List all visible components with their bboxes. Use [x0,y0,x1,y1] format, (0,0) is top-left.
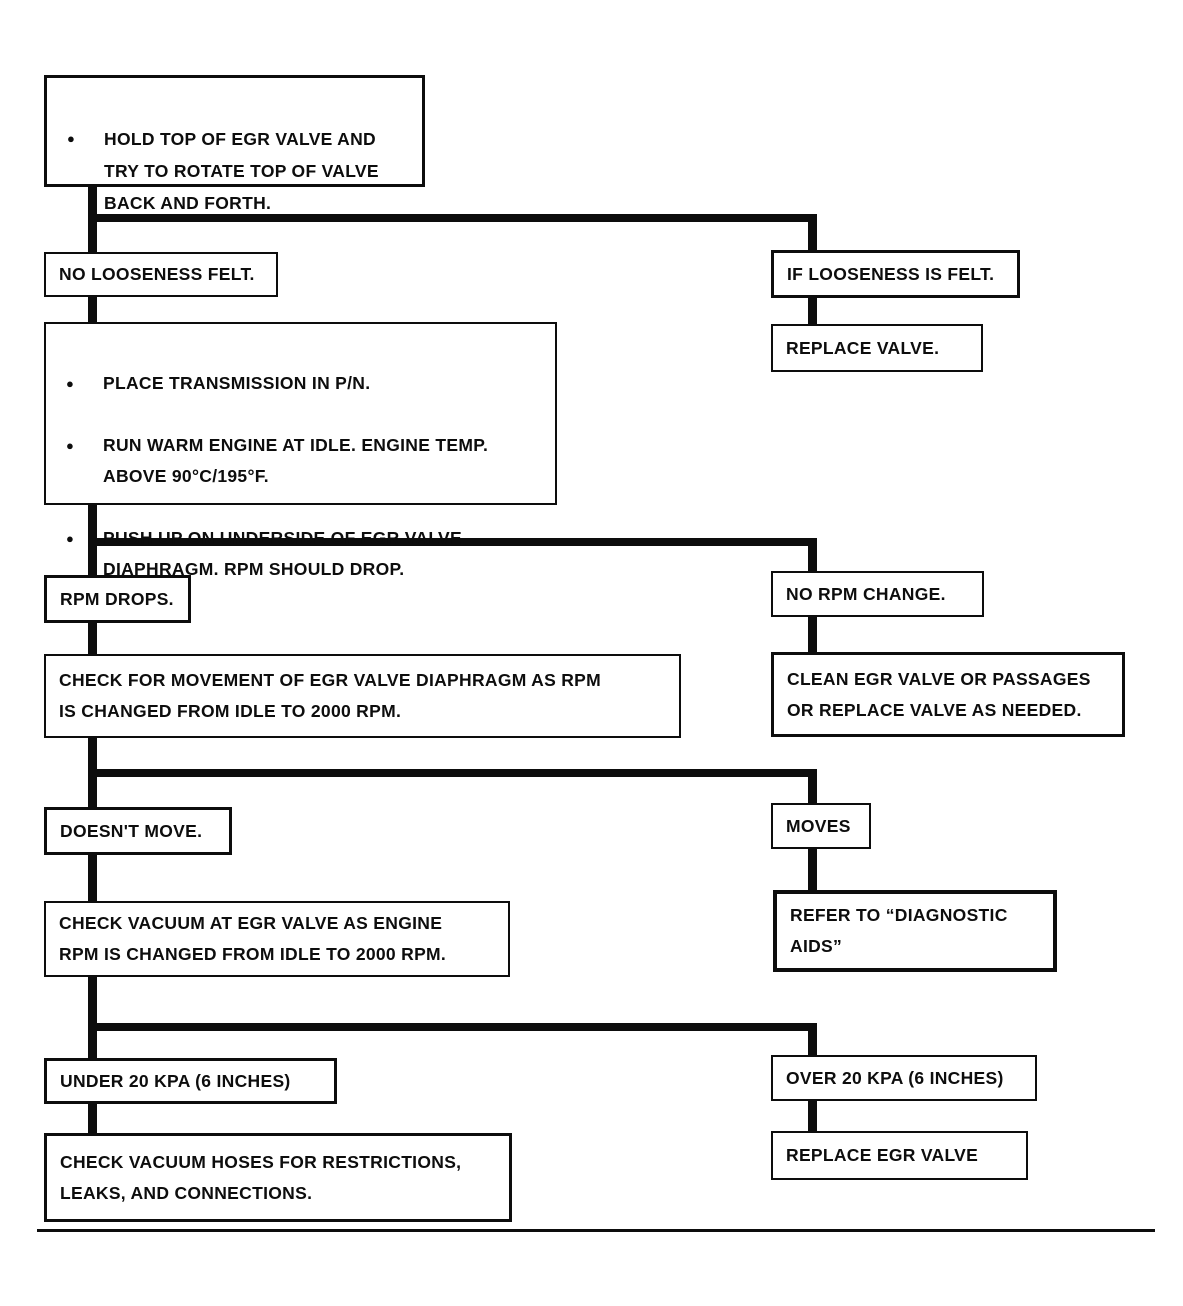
flow-node-hold-top-of-egr-valve: ● HOLD TOP OF EGR VALVE AND TRY TO ROTAT… [44,75,425,213]
flow-node-moves: MOVES [771,803,871,849]
connector-if-looseness-to-replace-valve [808,297,817,325]
flow-node-replace-egr-valve: REPLACE EGR VALVE [771,1131,1028,1180]
flow-node-check-vacuum-hoses: CHECK VACUUM HOSES FOR RESTRICTIONS, LEA… [44,1133,512,1222]
flow-node-preparation-steps: ● PLACE TRANSMISSION IN P/N. ● RUN WARM … [44,322,557,579]
flow-node-no-looseness-felt: NO LOOSENESS FELT. [44,252,278,297]
flow-node-doesnt-move: DOESN'T MOVE. [44,807,232,855]
flow-node-text: UNDER 20 KPA (6 INCHES) [60,1070,291,1091]
flow-node-text: CHECK FOR MOVEMENT OF EGR VALVE DIAPHRAG… [59,670,602,721]
connector-branch2-to-no-rpm-change [808,538,817,572]
connector-doesnt-move-to-check-vacuum [88,854,97,902]
connector-branch3-horizontal [88,769,817,777]
connector-branch4-to-over-20 [808,1023,817,1056]
bottom-divider-rule [37,1229,1155,1232]
connector-branch3-to-moves [808,769,817,804]
connector-no-rpm-change-to-clean-egr [808,616,817,653]
flow-node-text: DOESN'T MOVE. [60,820,203,841]
connector-check-vacuum-to-branch4 [88,976,97,1059]
flow-node-text: RUN WARM ENGINE AT IDLE. ENGINE TEMP. AB… [103,435,489,486]
flow-node-if-looseness-is-felt: IF LOOSENESS IS FELT. [771,250,1020,298]
flow-node-text: CLEAN EGR VALVE OR PASSAGES OR REPLACE V… [787,668,1091,720]
flow-node-text: PLACE TRANSMISSION IN P/N. [103,373,371,393]
flow-node-text: CHECK VACUUM AT EGR VALVE AS ENGINE RPM … [59,913,447,964]
bullet-row: ● RUN WARM ENGINE AT IDLE. ENGINE TEMP. … [66,430,545,492]
flow-node-text: CHECK VACUUM HOSES FOR RESTRICTIONS, LEA… [60,1151,462,1203]
flow-node-no-rpm-change: NO RPM CHANGE. [771,571,984,617]
flow-node-text: HOLD TOP OF EGR VALVE AND TRY TO ROTATE … [104,129,379,213]
connector-branch1-to-if-looseness [808,214,817,252]
connector-branch4-horizontal [88,1023,817,1031]
flow-node-refer-diagnostic-aids: REFER TO “DIAGNOSTIC AIDS” [773,890,1057,972]
connector-no-looseness-to-prep [88,296,97,324]
bullet-row: ● HOLD TOP OF EGR VALVE AND TRY TO ROTAT… [67,123,412,219]
bullet-row: ● PLACE TRANSMISSION IN P/N. [66,368,545,399]
bullet-icon: ● [66,438,75,453]
connector-moves-to-refer-diagnostic [808,848,817,891]
flow-node-text: REFER TO “DIAGNOSTIC AIDS” [790,905,1008,956]
flow-node-check-vacuum: CHECK VACUUM AT EGR VALVE AS ENGINE RPM … [44,901,510,977]
connector-branch2-horizontal [88,538,817,546]
flow-node-text: PUSH UP ON UNDERSIDE OF EGR VALVE DIAPHR… [103,528,462,579]
flow-node-text: MOVES [786,815,851,836]
bullet-icon: ● [67,131,76,146]
flow-node-text: NO LOOSENESS FELT. [59,264,255,284]
flow-node-text: OVER 20 KPA (6 INCHES) [786,1067,1004,1088]
flow-node-text: REPLACE EGR VALVE [786,1145,979,1165]
flow-node-under-20-kpa: UNDER 20 KPA (6 INCHES) [44,1058,337,1104]
flow-node-over-20-kpa: OVER 20 KPA (6 INCHES) [771,1055,1037,1101]
flow-node-replace-valve: REPLACE VALVE. [771,324,983,372]
flow-node-rpm-drops: RPM DROPS. [44,575,191,623]
bullet-icon: ● [66,531,75,546]
connector-rpm-drops-to-check-movement [88,622,97,655]
connector-branch1-horizontal [88,214,817,222]
connector-over-20-to-replace-egr [808,1100,817,1132]
flow-node-check-movement: CHECK FOR MOVEMENT OF EGR VALVE DIAPHRAG… [44,654,681,738]
flow-node-text: NO RPM CHANGE. [786,583,946,604]
bullet-icon: ● [66,376,75,391]
flow-node-clean-egr-valve: CLEAN EGR VALVE OR PASSAGES OR REPLACE V… [771,652,1125,737]
bullet-row: ● PUSH UP ON UNDERSIDE OF EGR VALVE DIAP… [66,523,545,585]
flow-node-text: REPLACE VALVE. [786,337,940,358]
flow-node-text: IF LOOSENESS IS FELT. [787,263,995,284]
connector-under-20-to-check-hoses [88,1103,97,1134]
flow-node-text: RPM DROPS. [60,588,174,609]
